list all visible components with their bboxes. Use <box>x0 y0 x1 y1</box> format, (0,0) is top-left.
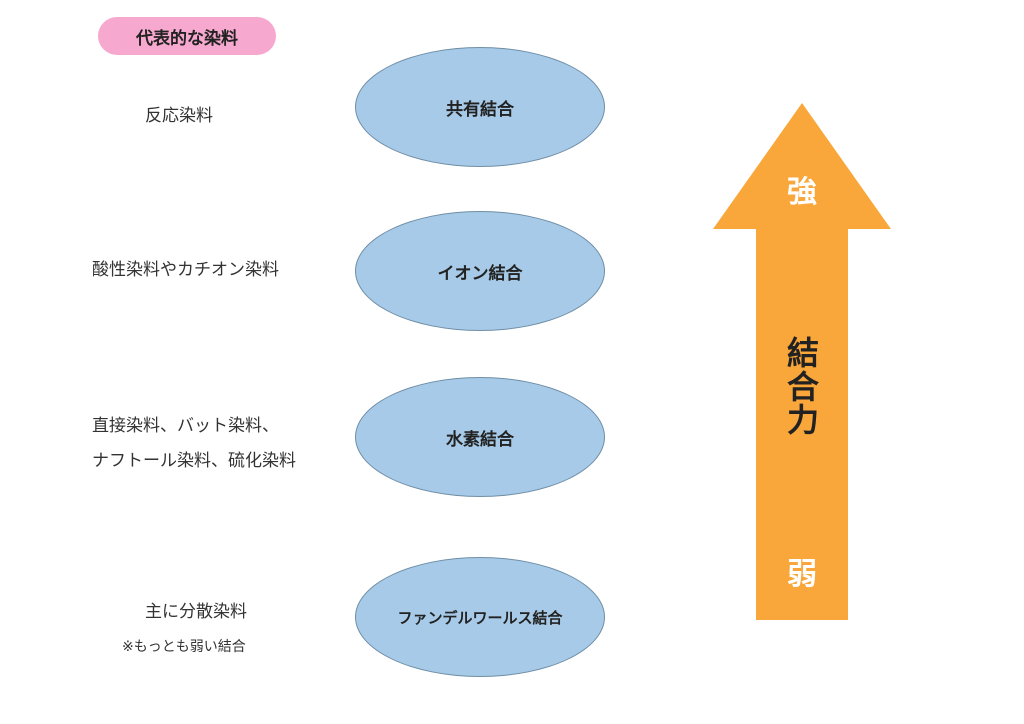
bond-strength-char-2: 合 <box>786 367 819 406</box>
dye-label-vdw-note: ※もっとも弱い結合 <box>122 639 246 655</box>
arrow-shape <box>713 103 891 620</box>
strong-label: 強 <box>787 175 817 210</box>
dye-label-hydrogen-line1: 直接染料、バット染料、 <box>92 416 279 436</box>
bond-ellipse-hydrogen: 水素結合 <box>355 377 605 497</box>
bond-strength-char-1: 結 <box>786 334 819 372</box>
bond-strength-char-3: 力 <box>786 401 819 440</box>
weak-label: 弱 <box>787 557 817 592</box>
dye-label-covalent: 反応染料 <box>145 106 213 126</box>
bond-ellipse-vdw: ファンデルワールス結合 <box>355 557 605 677</box>
bond-ellipse-covalent: 共有結合 <box>355 47 605 167</box>
bond-ellipse-ionic: イオン結合 <box>355 211 605 331</box>
dye-label-hydrogen-line2: ナフトール染料、硫化染料 <box>92 451 296 471</box>
bond-strength-label: 結 合 力 <box>783 334 823 440</box>
dye-label-vdw: 主に分散染料 <box>145 602 247 622</box>
dye-label-ionic: 酸性染料やカチオン染料 <box>92 260 279 280</box>
representative-dyes-tag: 代表的な染料 <box>98 17 276 55</box>
